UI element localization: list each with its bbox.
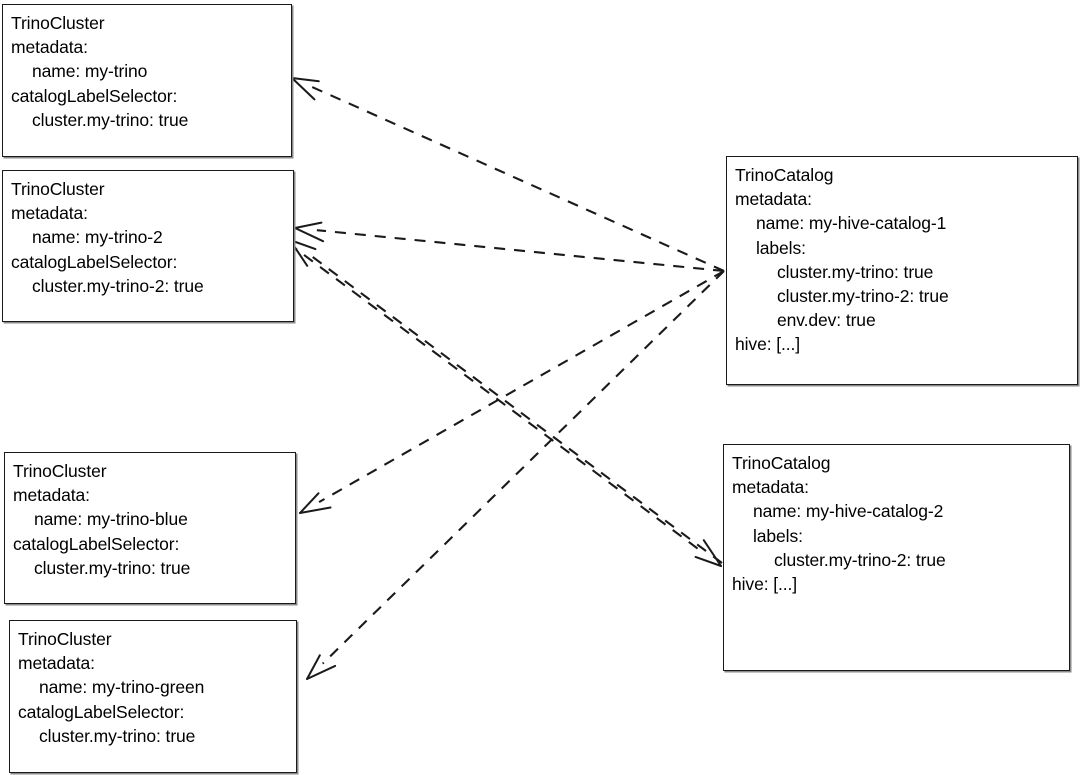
node-kind-label: TrinoCluster [13,461,107,481]
node-field-line: name: my-hive-catalog-2 [753,501,944,522]
node-field-line: name: my-trino-blue [34,509,188,530]
node-kind-label: TrinoCatalog [732,453,831,473]
node-body: TrinoCluster metadata: name: my-trino-2 cat… [3,171,293,298]
node-field-line: metadata: [11,37,88,58]
node-field-line: metadata: [18,653,95,674]
node-field-line: name: my-trino [32,61,148,82]
node-field-line: cluster.my-trino: true [32,109,189,130]
node-body: TrinoCluster metadata: name: my-trino-gree… [10,621,296,748]
node-field-line: metadata: [13,485,90,506]
node-field-line: catalogLabelSelector: [18,701,185,722]
node-field-line: hive: [...] [735,334,801,355]
node-trinocluster-my-trino-blue[interactable]: TrinoCluster metadata: name: my-trino-blue… [4,452,296,604]
node-body: TrinoCluster metadata: name: my-trino-blue… [5,453,295,580]
node-kind-label: TrinoCluster [11,13,105,33]
node-field-line: cluster.my-trino-2: true [32,275,204,296]
node-field-line: metadata: [11,203,88,224]
node-field-line: catalogLabelSelector: [11,85,178,106]
node-trinocluster-my-trino-2[interactable]: TrinoCluster metadata: name: my-trino-2 cat… [2,170,294,322]
node-trinocatalog-my-hive-catalog-1[interactable]: TrinoCatalog metadata: name: my-hive-catal… [726,156,1078,385]
node-field-line: hive: [...] [732,574,798,595]
node-field-line: labels: [753,525,803,546]
node-trinocluster-my-trino-green[interactable]: TrinoCluster metadata: name: my-trino-gree… [9,620,297,773]
edge-e4 [299,270,725,514]
node-field-line: name: my-trino-green [39,677,205,698]
node-trinocluster-my-trino[interactable]: TrinoCluster metadata: name: my-trino catal… [2,4,292,157]
node-field-line: catalogLabelSelector: [13,533,180,554]
node-body: TrinoCatalog metadata: name: my-hive-catal… [724,445,1069,596]
edge-e6 [287,242,722,567]
edge-e1 [291,77,725,272]
node-field-line: cluster.my-trino: true [34,557,191,578]
edge-e2 [294,221,725,273]
node-field-line: name: my-trino-2 [32,227,163,248]
node-field-line: cluster.my-trino-2: true [774,549,946,570]
node-field-line: metadata: [735,189,812,210]
node-field-line: labels: [756,237,806,258]
node-trinocatalog-my-hive-catalog-2[interactable]: TrinoCatalog metadata: name: my-hive-catal… [723,444,1070,671]
node-field-line: env.dev: true [777,310,876,331]
node-field-line: metadata: [732,477,809,498]
node-field-line: name: my-hive-catalog-1 [756,213,947,234]
edge-e5 [306,270,725,680]
node-kind-label: TrinoCluster [11,179,105,199]
node-body: TrinoCatalog metadata: name: my-hive-catal… [727,157,1077,357]
node-field-line: cluster.my-trino: true [777,261,934,282]
edge-e3 [289,239,723,564]
node-field-line: cluster.my-trino: true [39,725,196,746]
node-kind-label: TrinoCatalog [735,165,834,185]
node-field-line: cluster.my-trino-2: true [777,286,949,307]
node-field-line: catalogLabelSelector: [11,251,178,272]
node-kind-label: TrinoCluster [18,629,112,649]
node-body: TrinoCluster metadata: name: my-trino catal… [3,5,291,132]
